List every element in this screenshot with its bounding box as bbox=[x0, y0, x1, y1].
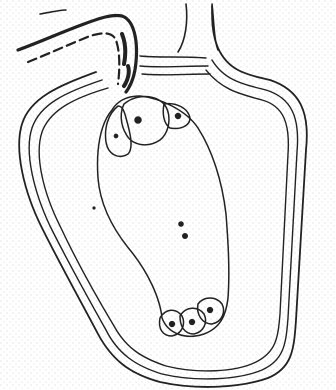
antipodal-nucleus-right bbox=[208, 308, 213, 313]
synergid-left-nucleus bbox=[114, 134, 117, 137]
synergid-nucleus bbox=[176, 114, 181, 119]
egg-nucleus bbox=[135, 117, 141, 123]
polar-nucleus-upper bbox=[178, 221, 184, 227]
antipodal-nucleus-middle bbox=[190, 320, 195, 325]
antipodal-nucleus-left bbox=[170, 322, 175, 327]
stray-dot bbox=[92, 206, 95, 209]
polar-nucleus-lower bbox=[182, 233, 188, 239]
